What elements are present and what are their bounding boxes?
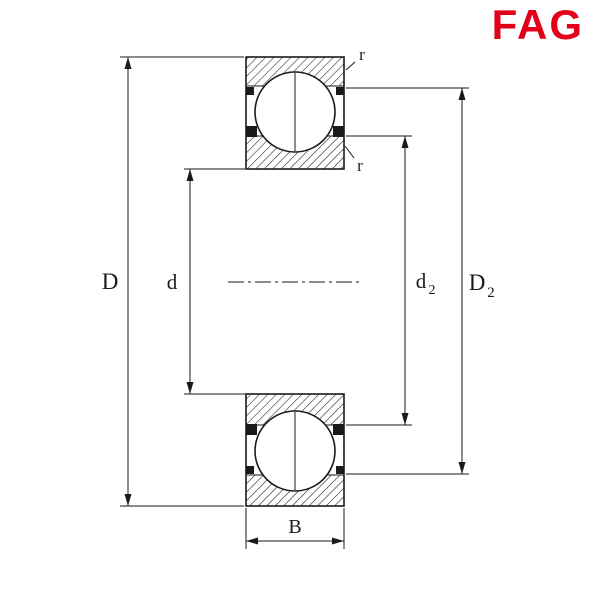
shield-bottom-left-icon (246, 466, 254, 474)
shield-top-left-icon (246, 424, 257, 435)
dimension-bore-diameter (184, 168, 245, 395)
radius-label-inner: r (357, 156, 363, 175)
outer-ring-top-section (245, 56, 345, 170)
dim-label-D2-sub: 2 (487, 285, 495, 301)
dim-label-width: B (288, 516, 301, 538)
dim-label-bore-diameter: d (167, 270, 178, 294)
outer-ring-bottom-section (245, 393, 345, 507)
radius-leaders (344, 61, 356, 159)
dim-label-d2-base: d (416, 269, 427, 293)
shield-bottom-right-icon (336, 466, 344, 474)
shield-bottom-right-icon (333, 126, 344, 137)
shield-bottom-left-icon (246, 126, 257, 137)
dimension-d2 (346, 135, 412, 426)
dim-label-d2-sub: 2 (429, 283, 436, 298)
radius-label-top: r (359, 45, 365, 64)
shield-top-left-icon (246, 87, 254, 95)
dimension-D2 (346, 87, 469, 475)
dim-label-outer-diameter: D (102, 269, 119, 294)
shield-top-right-icon (333, 424, 344, 435)
dim-label-D2-base: D (469, 270, 486, 295)
dimension-outer-diameter (120, 56, 244, 507)
fag-logo: FAG (491, 1, 584, 48)
dimension-width (245, 508, 345, 549)
shield-top-right-icon (336, 87, 344, 95)
